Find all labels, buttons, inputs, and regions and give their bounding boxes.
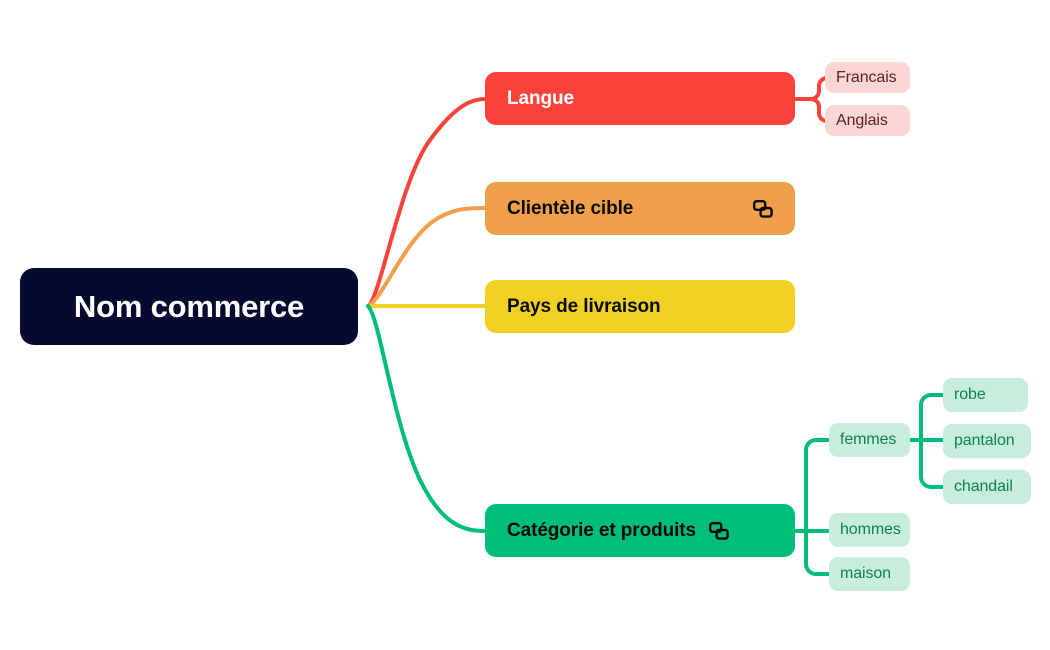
- connector-categorie-maison: [804, 529, 831, 576]
- copy-icon[interactable]: [753, 199, 773, 218]
- branch-node-langue[interactable]: Langue: [485, 72, 795, 125]
- leaf-node-francais-label: Francais: [836, 68, 897, 86]
- leaf-node-francais[interactable]: Francais: [825, 62, 910, 93]
- leaf-node-chandail-label: chandail: [954, 478, 1013, 495]
- leaf-node-femmes[interactable]: femmes: [829, 423, 910, 457]
- branch-node-pays[interactable]: Pays de livraison: [485, 280, 795, 333]
- leaf-node-robe[interactable]: robe: [943, 378, 1028, 412]
- branch-node-categorie-content: Catégorie et produits: [507, 520, 729, 542]
- leaf-node-hommes-label: hommes: [840, 521, 901, 538]
- root-node[interactable]: Nom commerce: [20, 268, 358, 345]
- leaf-node-anglais[interactable]: Anglais: [825, 105, 910, 136]
- leaf-node-robe-label: robe: [954, 386, 986, 403]
- copy-icon[interactable]: [708, 521, 729, 540]
- branch-node-categorie-label: Catégorie et produits: [507, 519, 696, 541]
- connector-femmes-robe: [919, 393, 945, 442]
- branch-node-clientele-label: Clientèle cible: [507, 197, 634, 219]
- connector-categorie-femmes: [804, 438, 831, 533]
- connector-femmes-chandail: [919, 438, 945, 489]
- leaf-node-anglais-label: Anglais: [836, 111, 888, 129]
- leaf-node-hommes[interactable]: hommes: [829, 513, 910, 547]
- branch-node-categorie[interactable]: Catégorie et produits: [485, 504, 795, 557]
- leaf-node-pantalon[interactable]: pantalon: [943, 424, 1031, 458]
- leaf-node-maison[interactable]: maison: [829, 557, 910, 591]
- leaf-node-femmes-label: femmes: [840, 431, 897, 448]
- branch-node-langue-label: Langue: [507, 87, 574, 109]
- branch-node-clientele[interactable]: Clientèle cible: [485, 182, 795, 235]
- leaf-node-pantalon-label: pantalon: [954, 432, 1015, 449]
- leaf-node-maison-label: maison: [840, 565, 891, 582]
- connector-root-langue: [366, 97, 487, 308]
- root-node-label: Nom commerce: [73, 288, 305, 324]
- connector-root-categorie: [366, 304, 487, 533]
- leaf-node-chandail[interactable]: chandail: [943, 470, 1031, 504]
- branch-node-pays-label: Pays de livraison: [507, 295, 661, 317]
- connector-root-clientele: [366, 206, 487, 308]
